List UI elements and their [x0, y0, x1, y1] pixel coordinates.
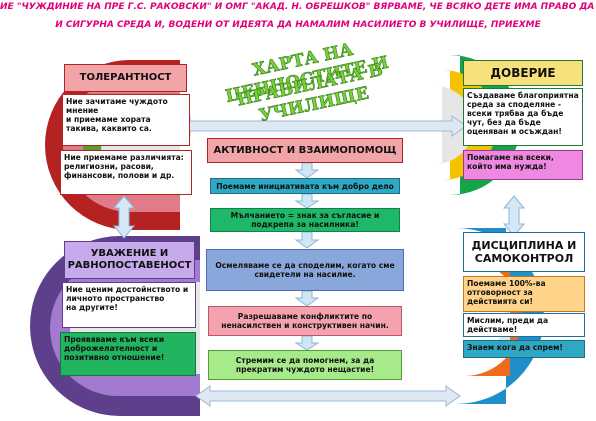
trust-title: ДОВЕРИЕ: [463, 60, 583, 86]
down-arrow-1: [294, 162, 320, 179]
banner-line-1: ИЕ "ЧУЖДИНИЕ НА ПРЕ Г.С. РАКОВСКИ" И ОМГ…: [0, 2, 596, 12]
tolerance-item-1: Ние зачитаме чуждото мнение и приемаме х…: [62, 94, 190, 146]
double-arrow-right: [502, 195, 526, 237]
respect-item-1: Ние ценим достойнството и личното простр…: [62, 282, 196, 328]
banner-line-2: И СИГУРНА СРЕДА И, ВОДЕНИ ОТ ИДЕЯТА ДА Н…: [55, 20, 541, 30]
trust-item-1: Създаваме благоприятна среда за споделян…: [463, 88, 583, 146]
center-title: АКТИВНОСТ И ВЗАИМОПОМОЩ: [207, 138, 403, 163]
tolerance-item-1-text: Ние зачитаме чуждото мнение: [66, 97, 168, 115]
tolerance-title: ТОЛЕРАНТНОСТ: [64, 64, 187, 92]
center-item-3: Осмеляваме се да споделим, когато сме св…: [206, 249, 404, 291]
center-item-2: Мълчанието = знак за съгласие и подкрепа…: [210, 208, 400, 232]
respect-title: УВАЖЕНИЕ И РАВНОПОСТАВЕНОСТ: [64, 241, 195, 279]
discipline-item-2: Мислим, преди да действаме!: [463, 313, 585, 337]
discipline-outer-arc: [456, 228, 544, 404]
down-arrow-4: [294, 290, 320, 307]
double-arrow-left: [112, 195, 136, 239]
center-item-5: Стремим се да помогнем, за да прекратим …: [208, 350, 402, 380]
discipline-item-1: Поемаме 100%-ва отговорност за действият…: [463, 276, 585, 312]
double-arrow-bottom: [195, 385, 461, 407]
trust-item-2: Помагаме на всеки, който има нужда!: [463, 150, 583, 180]
down-arrow-5: [294, 335, 320, 351]
tolerance-item-2: Ние приемаме различията: религиозни, рас…: [60, 150, 192, 195]
tolerance-item-1b-text: и приемаме хората такива, каквито са.: [66, 115, 152, 133]
discipline-title: ДИСЦИПЛИНА И САМОКОНТРОЛ: [463, 232, 585, 272]
respect-item-1-text: Ние ценим достойнството и личното простр…: [66, 285, 189, 303]
respect-item-1b-text: на другите!: [66, 303, 118, 312]
down-arrow-3: [294, 231, 320, 249]
respect-item-2: Проявяваме към всеки доброжелателност и …: [60, 332, 196, 376]
down-arrow-2: [294, 193, 320, 209]
center-item-4: Разрешаваме конфликтите по ненасилствен …: [208, 306, 402, 336]
discipline-item-3: Знаем кога да спрем!: [463, 340, 585, 358]
center-item-1: Поемаме инициативата към добро дело: [210, 178, 400, 194]
